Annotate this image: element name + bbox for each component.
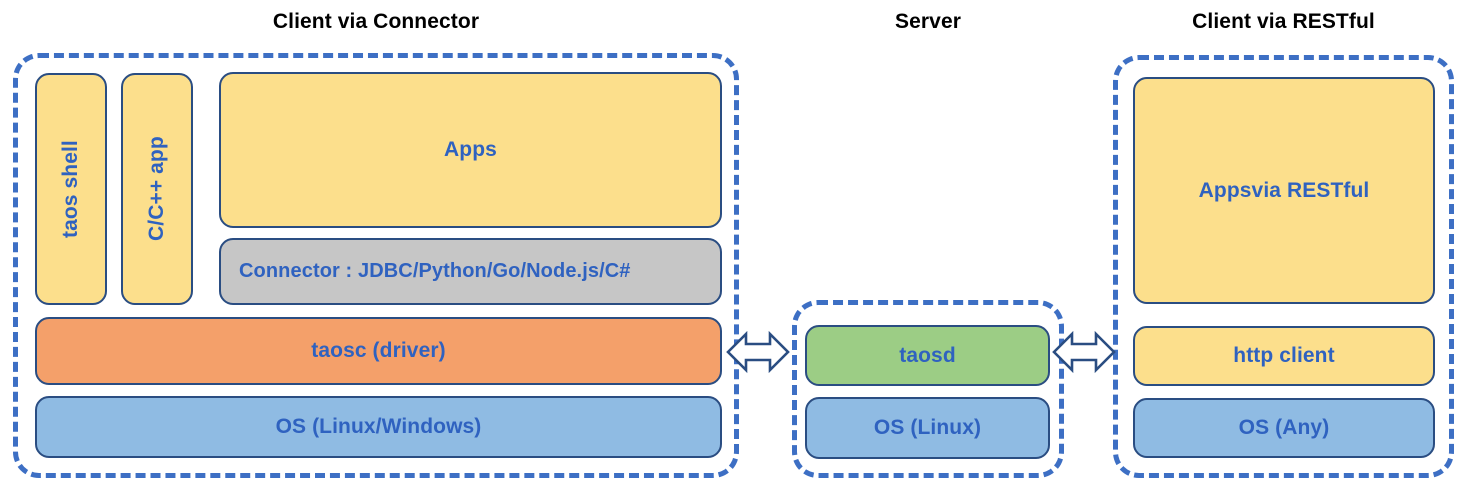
box-os-any: OS (Any) bbox=[1133, 398, 1435, 458]
section-title-client-via-connector: Client via Connector bbox=[272, 10, 480, 33]
box-os-server: OS (Linux) bbox=[805, 397, 1050, 459]
box-taosd: taosd bbox=[805, 325, 1050, 386]
box-http-client: http client bbox=[1133, 326, 1435, 386]
box-apps: Apps bbox=[219, 72, 722, 228]
section-title-server: Server bbox=[895, 10, 961, 33]
box-taos-shell: taos shell bbox=[35, 73, 107, 305]
box-os-client: OS (Linux/Windows) bbox=[35, 396, 722, 458]
double-arrow-icon-connector-to-server bbox=[726, 325, 790, 379]
box-apps-via-restful-line1: Apps bbox=[1198, 178, 1252, 202]
box-taosc-driver: taosc (driver) bbox=[35, 317, 722, 385]
box-apps-via-restful-line2: via RESTful bbox=[1251, 178, 1370, 202]
box-apps-via-restful: Apps via RESTful bbox=[1133, 77, 1435, 304]
box-connector-libraries: Connector : JDBC/Python/Go/Node.js/C# bbox=[219, 238, 722, 305]
section-title-client-via-restful: Client via RESTful bbox=[1192, 10, 1375, 33]
group-boundary-server bbox=[792, 300, 1064, 478]
double-arrow-icon-server-to-restful bbox=[1052, 325, 1116, 379]
group-boundary-client-via-restful bbox=[1113, 55, 1454, 478]
group-boundary-client-via-connector bbox=[13, 53, 739, 478]
box-cpp-app: C/C++ app bbox=[121, 73, 193, 305]
